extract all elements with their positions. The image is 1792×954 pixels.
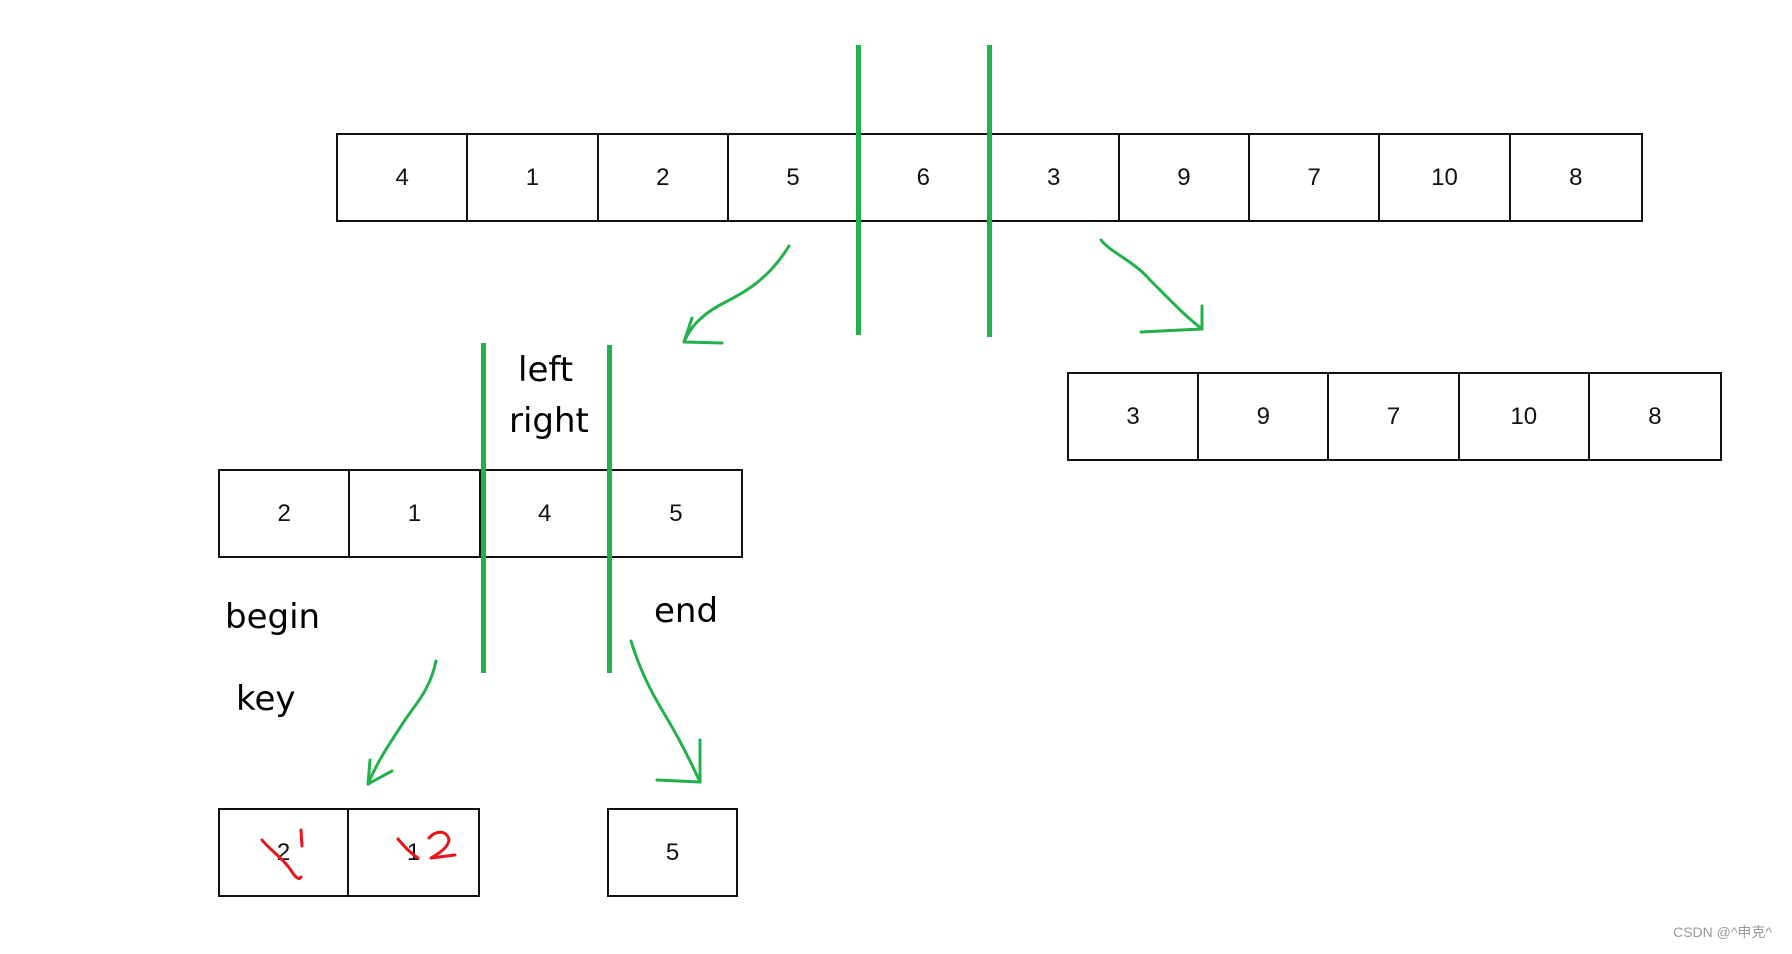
array-cell: 1 (350, 471, 481, 556)
array-cell: 2 (220, 471, 351, 556)
array-cell: 8 (1648, 402, 1662, 430)
key-label: key (236, 679, 296, 719)
array-cell: 3 (1069, 374, 1200, 459)
arrow-to-bottom-left-subarray (366, 659, 438, 786)
left-subarray: 2 1 4 5 (218, 469, 743, 558)
array-cell: 10 (1460, 374, 1590, 459)
array-cell: 4 (338, 135, 469, 220)
array-cell: 5 (729, 135, 860, 220)
begin-label: begin (225, 597, 321, 637)
array-cell: 2 (599, 135, 729, 220)
arrow-to-bottom-right-subarray (629, 639, 702, 784)
right-subarray: 3 9 7 10 8 (1067, 372, 1722, 461)
array-cell: 5 (665, 838, 680, 866)
watermark: CSDN @^申克^ (1673, 924, 1772, 940)
bottom-left-subarray: 2 1 (218, 808, 480, 897)
right-pointer-divider (607, 345, 612, 673)
array-cell: 4 (481, 471, 611, 556)
array-cell: 1 (406, 838, 421, 866)
left-pointer-divider (481, 343, 486, 673)
left-label: left (518, 350, 574, 390)
arrow-to-left-subarray (682, 244, 791, 345)
end-label: end (654, 591, 719, 631)
right-label: right (509, 401, 589, 441)
array-cell: 1 (468, 135, 599, 220)
array-cell: 10 (1380, 135, 1511, 220)
array-cell: 9 (1120, 135, 1251, 220)
array-cell: 2 (220, 810, 350, 895)
array-cell: 9 (1199, 374, 1330, 459)
arrow-to-right-subarray (1099, 238, 1204, 334)
array-cell: 7 (1250, 135, 1381, 220)
pivot-divider-right (987, 45, 992, 337)
array-cell: 5 (669, 499, 683, 527)
array-cell: 7 (1329, 374, 1460, 459)
array-cell: 8 (1569, 163, 1583, 191)
pivot-divider-left (856, 45, 861, 335)
array-cell: 3 (989, 135, 1120, 220)
bottom-right-subarray: 5 (607, 808, 738, 897)
array-cell: 6 (859, 135, 990, 220)
